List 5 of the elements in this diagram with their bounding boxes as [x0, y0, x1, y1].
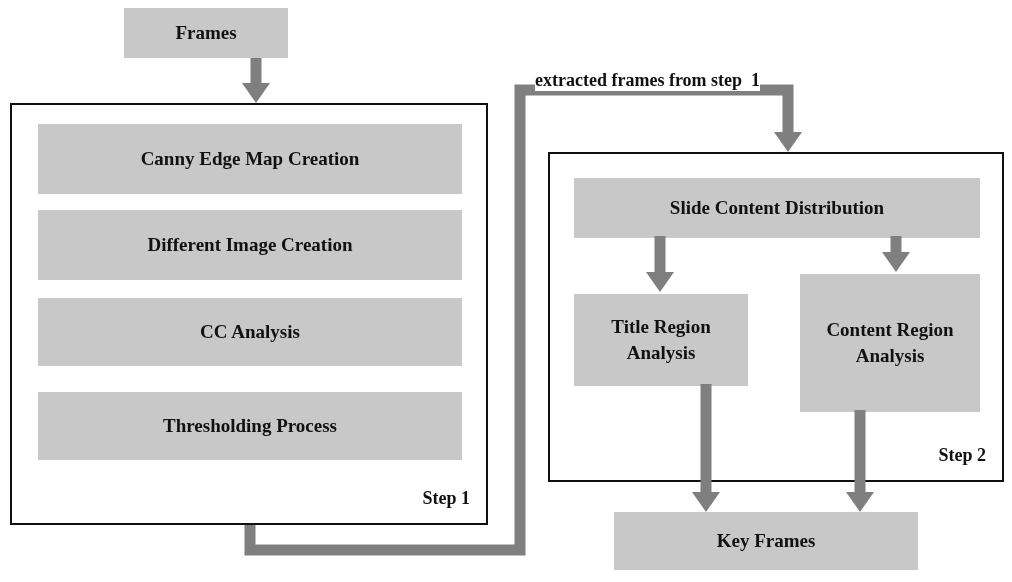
box-label: Frames [175, 21, 237, 46]
box-label: Content Region Analysis [825, 318, 955, 368]
process-box [800, 274, 980, 412]
step-label: Step 2 [938, 445, 986, 466]
process-box [124, 8, 288, 58]
